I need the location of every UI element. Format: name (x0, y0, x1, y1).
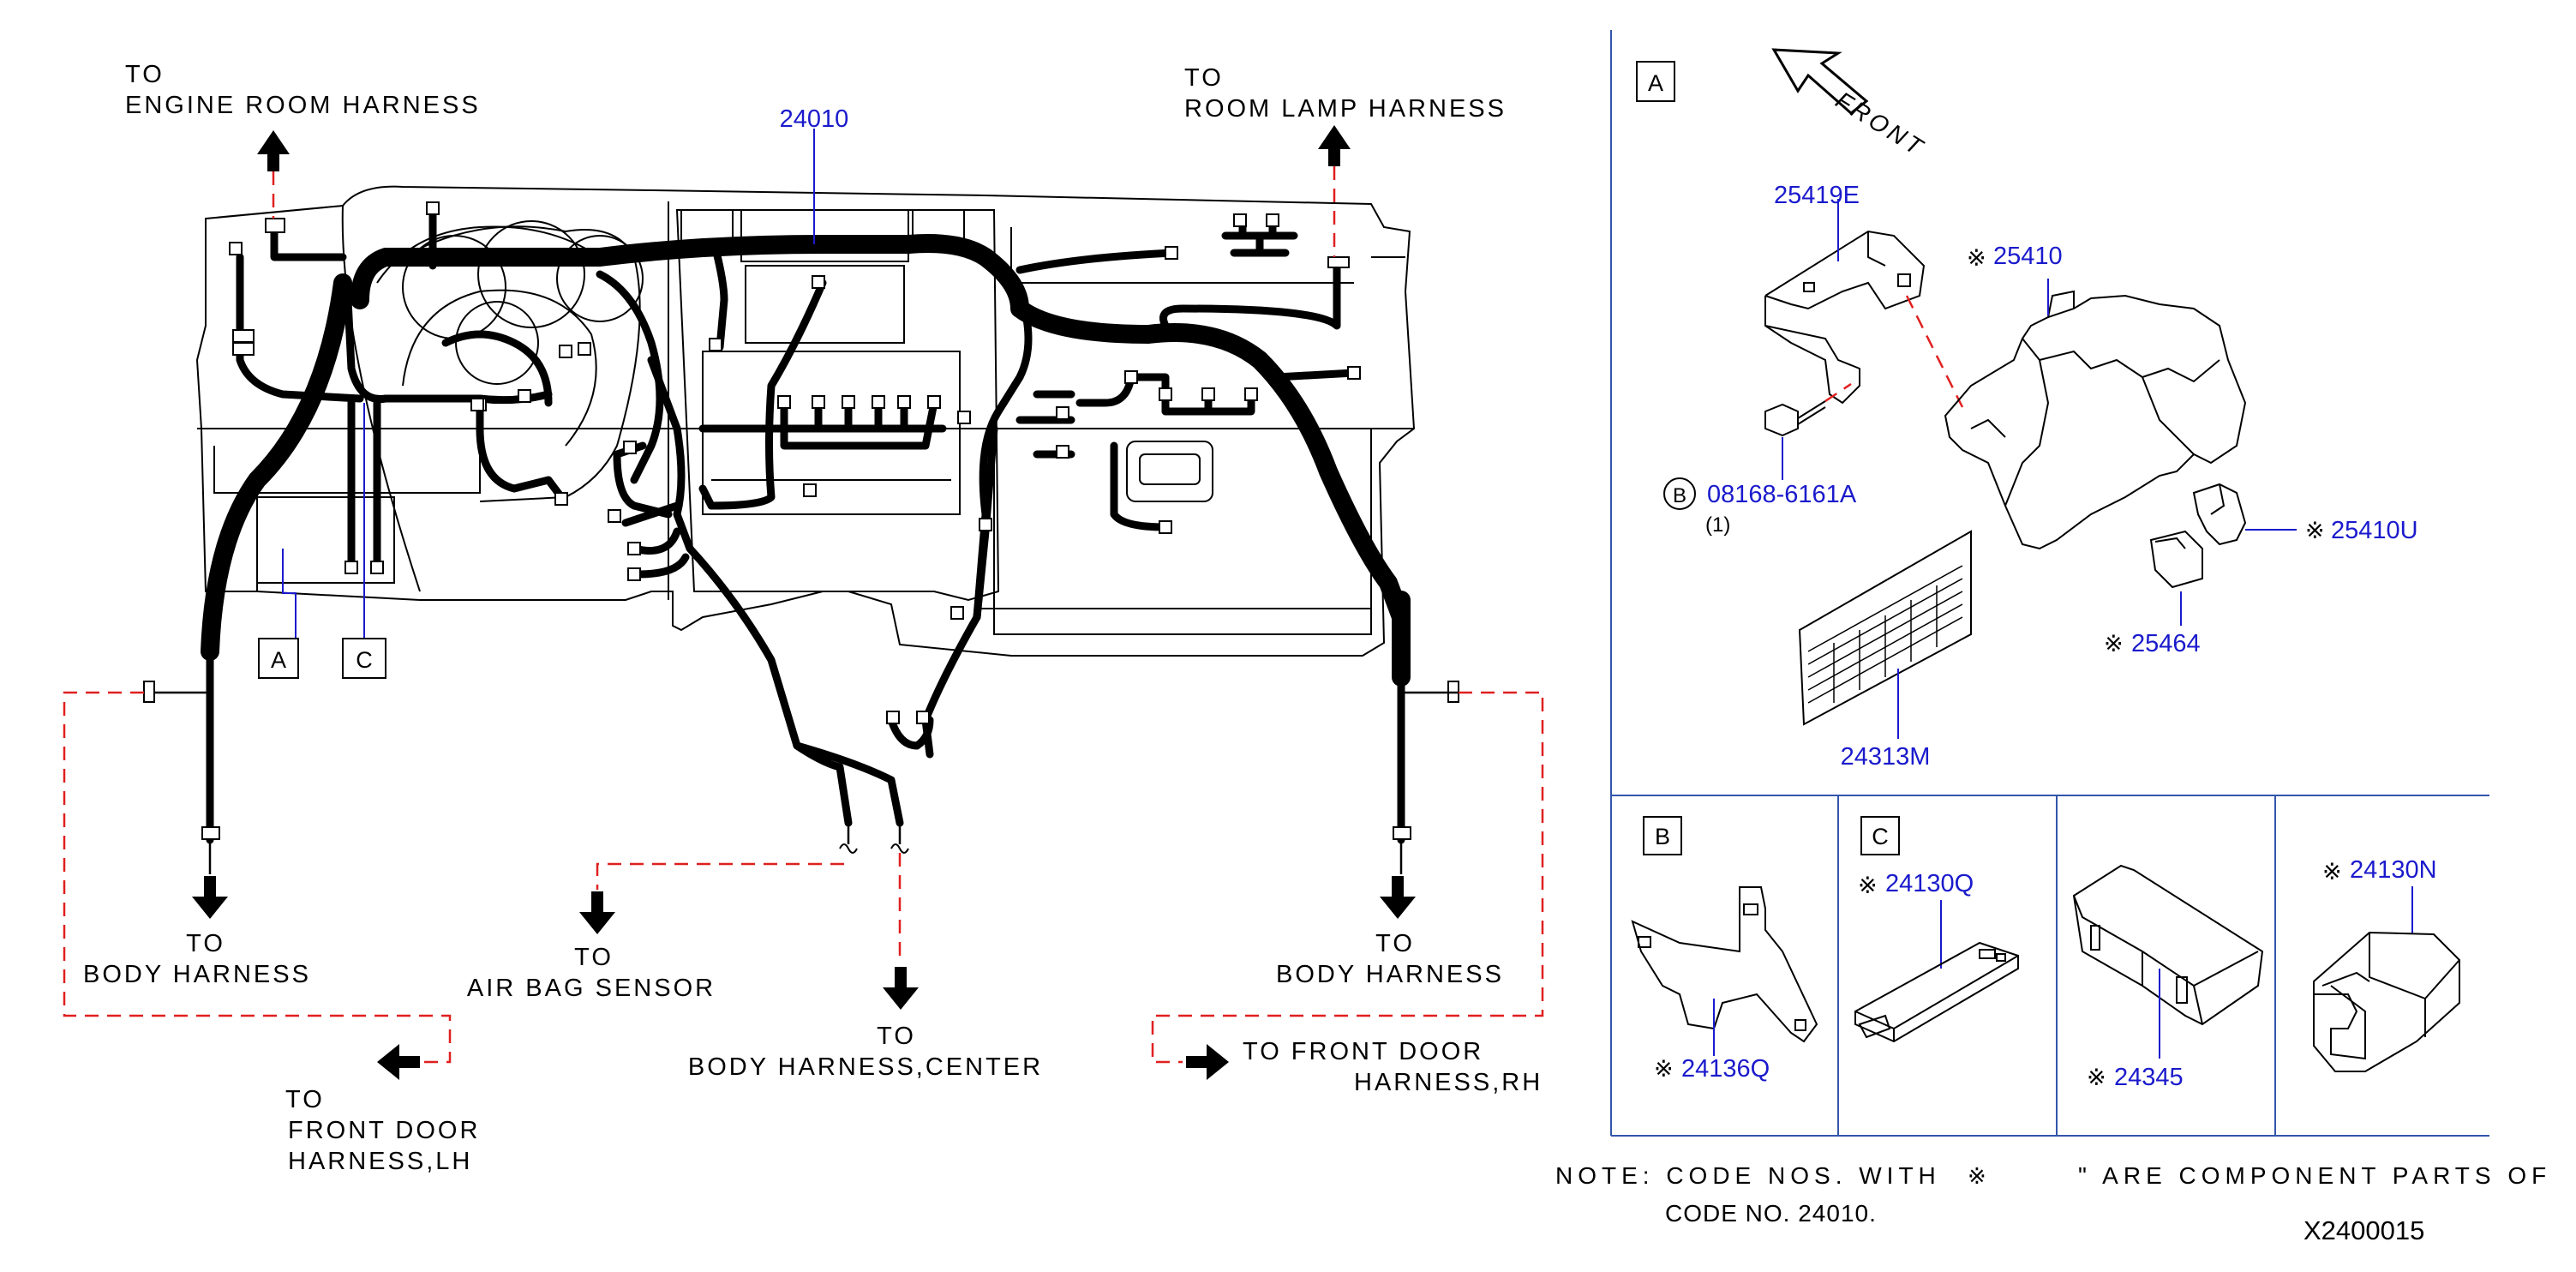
arrow-right-front-door-rh (1186, 1044, 1229, 1080)
arrow-left-front-door-lh (377, 1044, 420, 1080)
front-arrow-icon: FRONT (1771, 48, 1930, 162)
part-code-24130n: 24130N (2350, 856, 2437, 884)
svg-text:TO FRONT DOOR: TO FRONT DOOR (1243, 1038, 1483, 1065)
svg-text:※: ※ (1858, 873, 1878, 898)
svg-text:※: ※ (2322, 859, 2342, 885)
bracket-25419e-drawing (1764, 230, 1926, 405)
note-symbol: ※ (1968, 1163, 1986, 1189)
label-engine-room: TO ENGINE ROOM HARNESS (125, 61, 481, 119)
connector-24130n-drawing (2313, 931, 2460, 1072)
detail-section-a: A FRONT 25419E B 08168-6161A (1) (1636, 48, 2418, 771)
bracket-24136q-drawing (1631, 886, 1818, 1043)
leader-stems (208, 823, 1403, 874)
arrow-down-body-lh (192, 876, 228, 919)
svg-text:TO: TO (125, 61, 165, 88)
section-a-label: A (1648, 70, 1663, 96)
svg-text:※: ※ (2305, 518, 2325, 543)
diagram-id: X2400015 (2303, 1215, 2424, 1245)
svg-text:※: ※ (1967, 245, 1986, 271)
label-body-harness-center: TO BODY HARNESS,CENTER (688, 1023, 1043, 1081)
svg-text:HARNESS,RH: HARNESS,RH (1354, 1069, 1543, 1096)
callout-a-main: A (258, 549, 299, 679)
arrows (192, 125, 1416, 1080)
svg-text:TO: TO (574, 944, 614, 971)
label-sheet-24313m-drawing (1798, 530, 1972, 726)
callout-c-main: C (342, 403, 386, 679)
svg-text:AIR BAG SENSOR: AIR BAG SENSOR (467, 975, 716, 1002)
svg-text:FRONT DOOR: FRONT DOOR (288, 1117, 480, 1144)
part-code-24345: 24345 (2114, 1064, 2184, 1091)
svg-text:TO: TO (285, 1086, 325, 1113)
label-body-harness-rh: TO BODY HARNESS (1276, 930, 1504, 988)
svg-text:ROOM LAMP HARNESS: ROOM LAMP HARNESS (1184, 95, 1507, 123)
svg-text:TO: TO (1184, 64, 1224, 92)
svg-text:NOTE: CODE NOS. WITH: NOTE: CODE NOS. WITH (1555, 1162, 1941, 1189)
callout-c-label: C (356, 647, 373, 673)
part-code-25464: 25464 (2131, 630, 2201, 657)
svg-text:TO: TO (1375, 930, 1415, 957)
label-room-lamp: TO ROOM LAMP HARNESS (1184, 64, 1507, 123)
svg-text:BODY HARNESS: BODY HARNESS (1276, 961, 1504, 988)
cover-24345-drawing (2072, 864, 2264, 1026)
svg-text:※: ※ (2087, 1065, 2106, 1090)
label-body-harness-lh: TO BODY HARNESS (83, 930, 311, 988)
part-code-25419e: 25419E (1774, 182, 1860, 209)
part-code-08168: 08168-6161A (1707, 481, 1857, 508)
svg-text:TO: TO (186, 930, 225, 957)
svg-text:※: ※ (1654, 1056, 1674, 1082)
svg-text:" ARE COMPONENT PARTS OF: " ARE COMPONENT PARTS OF (2078, 1162, 2551, 1189)
clip-25410u-drawing (2192, 483, 2247, 546)
arrow-up-room-lamp (1318, 125, 1351, 166)
arrow-down-airbag (579, 891, 615, 934)
svg-text:BODY HARNESS,CENTER: BODY HARNESS,CENTER (688, 1053, 1043, 1081)
part-code-24010: 24010 (780, 105, 849, 133)
svg-text:FRONT: FRONT (1831, 87, 1930, 162)
detail-section-24130n: ※ 24130N (2313, 856, 2460, 1072)
connector-24130q-drawing (1854, 941, 2019, 1043)
label-front-door-lh: TO FRONT DOOR HARNESS,LH (285, 1086, 480, 1175)
part-code-25410u: 25410U (2331, 517, 2418, 544)
svg-text:HARNESS,LH: HARNESS,LH (288, 1148, 472, 1175)
svg-text:B: B (1673, 484, 1686, 507)
bolt-drawing (1764, 382, 1852, 437)
detail-panel-frame (1610, 30, 2489, 1137)
detail-section-b: B ※ 24136Q (1631, 816, 1818, 1083)
switch-25410-drawing (1944, 290, 2247, 550)
svg-text:ENGINE ROOM HARNESS: ENGINE ROOM HARNESS (125, 92, 481, 119)
detail-section-c: C ※ 24130Q (1854, 816, 2019, 1043)
part-code-24130q: 24130Q (1885, 870, 1974, 897)
label-airbag-sensor: TO AIR BAG SENSOR (467, 944, 716, 1002)
relay-25464-drawing (2149, 530, 2203, 589)
svg-text:BODY HARNESS: BODY HARNESS (83, 961, 311, 988)
dashed-routes (63, 166, 1544, 1064)
qty-08168: (1) (1705, 513, 1730, 537)
part-code-24313m: 24313M (1841, 743, 1931, 771)
label-front-door-rh: TO FRONT DOOR HARNESS,RH (1243, 1038, 1543, 1096)
part-code-24136q: 24136Q (1681, 1055, 1770, 1083)
svg-text:CODE NO. 24010.: CODE NO. 24010. (1665, 1200, 1877, 1227)
detail-section-24345: ※ 24345 (2072, 864, 2264, 1091)
part-code-25410: 25410 (1993, 243, 2063, 270)
harness-wires (201, 201, 1411, 844)
arrow-up-engine-room (257, 130, 290, 171)
section-b-label: B (1655, 824, 1670, 849)
callout-a-label: A (271, 647, 286, 673)
note-text: NOTE: CODE NOS. WITH ※ " ARE COMPONENT P… (1555, 1162, 2551, 1227)
arrow-down-body-center (883, 967, 919, 1010)
svg-text:TO: TO (877, 1023, 916, 1050)
arrow-down-body-rh (1380, 876, 1416, 919)
svg-text:※: ※ (2104, 631, 2124, 657)
connectors (143, 201, 1459, 840)
section-c-label: C (1872, 824, 1889, 849)
